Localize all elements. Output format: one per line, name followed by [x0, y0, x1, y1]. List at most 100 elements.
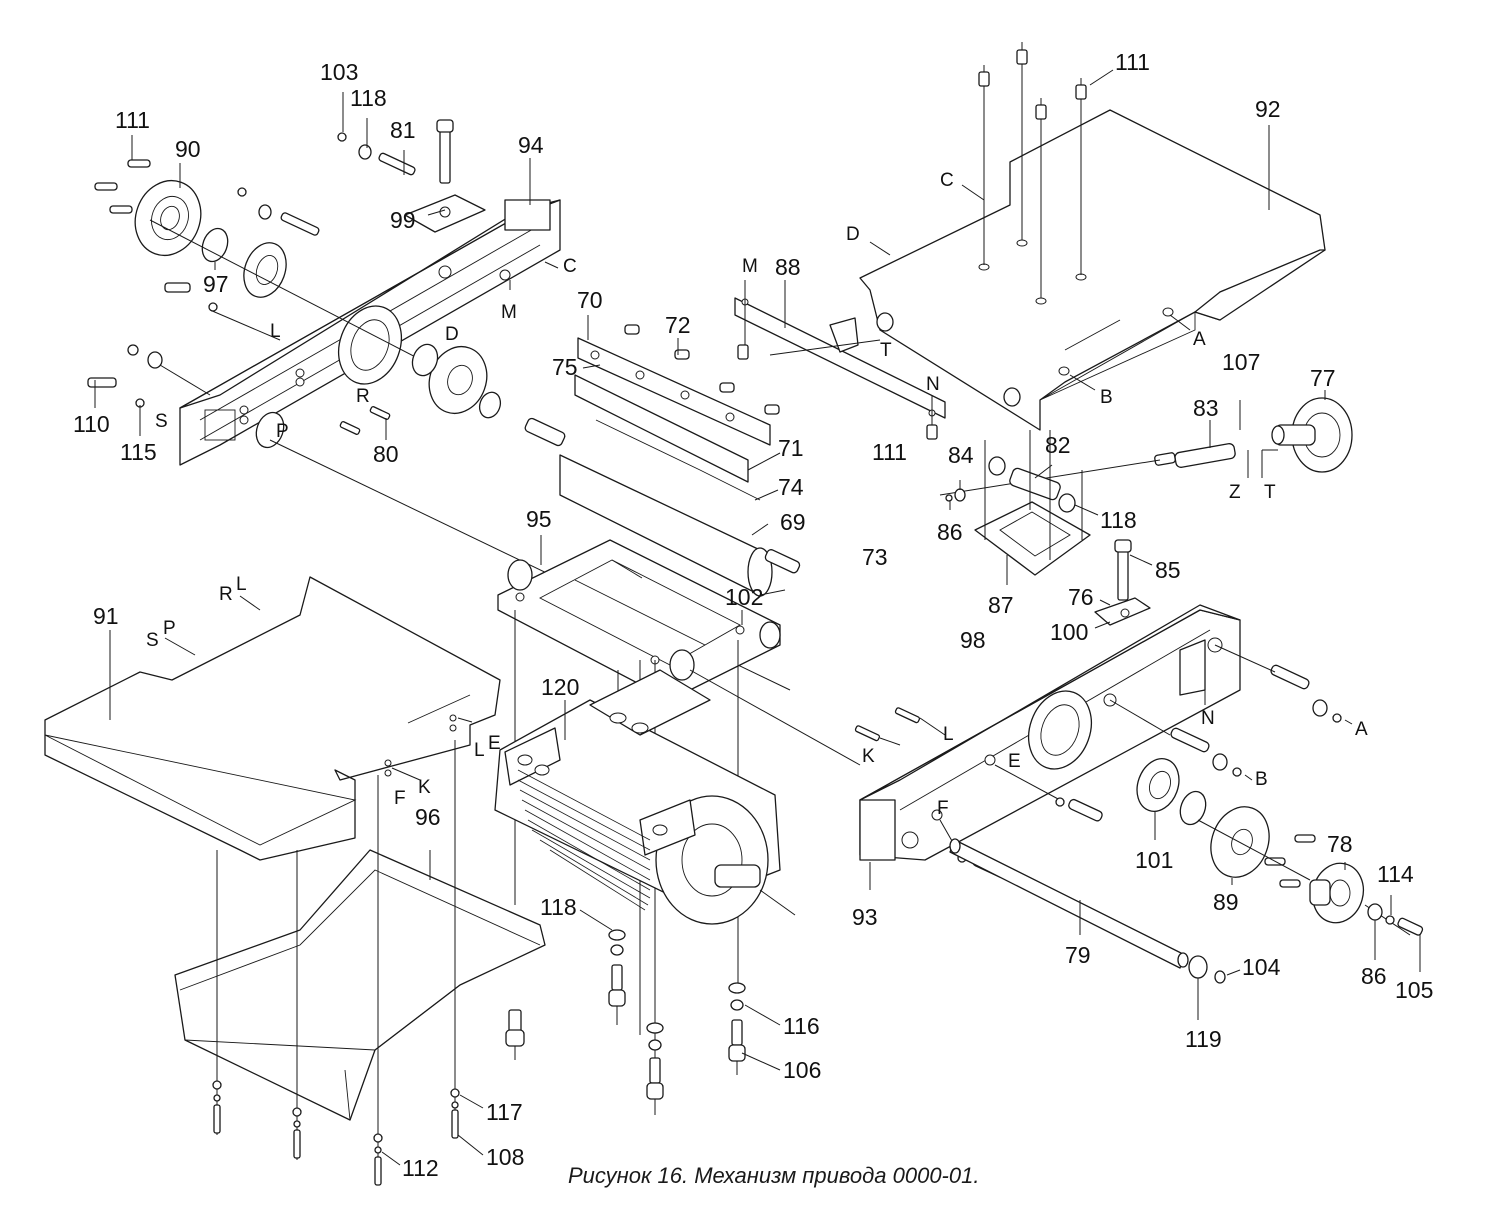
ref-letter-m: M — [501, 302, 517, 323]
ref-letter-l: L — [474, 740, 485, 761]
label-80: 80 — [373, 441, 399, 467]
label-111: 111 — [115, 107, 150, 133]
handwheel-77 — [1271, 390, 1353, 473]
screws-72 — [624, 324, 780, 415]
bearing-cover-90 — [134, 180, 202, 256]
washer-top-a — [876, 312, 894, 332]
bolt-85-plate-76 — [1094, 539, 1153, 629]
label-120: 120 — [541, 674, 579, 700]
ref-letter-k: K — [862, 746, 875, 767]
ref-letter-s: S — [155, 411, 168, 432]
chip-breaker-70 — [577, 337, 771, 446]
label-86: 86 — [937, 519, 963, 545]
label-87: 87 — [988, 592, 1014, 618]
screws-111-top — [869, 42, 1270, 391]
ref-letter-p: P — [276, 421, 289, 442]
ref-letter-l: L — [943, 724, 954, 745]
label-78: 78 — [1327, 831, 1353, 857]
label-118: 118 — [540, 894, 577, 920]
guide-rail-88 — [734, 280, 946, 440]
label-117: 117 — [486, 1099, 523, 1125]
ref-letter-k: K — [418, 777, 431, 798]
ref-letter-l: L — [270, 321, 281, 342]
label-82: 82 — [1045, 432, 1071, 458]
label-88: 88 — [775, 254, 801, 280]
leaders-cutter — [582, 315, 781, 536]
label-101: 101 — [1135, 847, 1173, 873]
washer-right — [1179, 790, 1207, 826]
leaders-z-t — [1247, 449, 1278, 478]
label-69: 69 — [780, 509, 806, 535]
nut-block-82 — [945, 456, 1099, 516]
ref-letter-b: B — [1100, 387, 1113, 408]
label-118: 118 — [350, 85, 387, 111]
ref-letter-e: E — [1008, 751, 1021, 772]
label-92: 92 — [1255, 96, 1281, 122]
label-81: 81 — [390, 117, 416, 143]
ref-letter-t: T — [1264, 482, 1276, 503]
cutter-drum-69 — [524, 417, 801, 597]
label-74: 74 — [778, 474, 804, 500]
ref-letter-c: C — [563, 256, 577, 277]
label-77: 77 — [1310, 365, 1336, 391]
label-94: 94 — [518, 132, 544, 158]
ref-letter-s: S — [146, 630, 159, 651]
label-114: 114 — [1377, 861, 1414, 887]
ref-letter-l: L — [236, 574, 247, 595]
label-104: 104 — [1242, 954, 1281, 980]
chip-chute-96 — [174, 849, 546, 1121]
ref-letter-f: F — [937, 798, 949, 819]
outfeed-table-92 — [859, 109, 1326, 431]
ref-letter-t: T — [880, 340, 892, 361]
part-number-labels: 103 118 81 111 90 94 99 97 70 72 75 88 1… — [73, 49, 1433, 1181]
label-83: 83 — [1193, 395, 1219, 421]
washer-97 — [201, 227, 229, 263]
ref-letter-r: R — [356, 386, 370, 407]
label-79: 79 — [1065, 942, 1091, 968]
label-89: 89 — [1213, 889, 1239, 915]
ref-letter-m: M — [742, 256, 758, 277]
label-76: 76 — [1068, 584, 1094, 610]
ref-letter-a: A — [1193, 329, 1206, 350]
bearing-101 — [1136, 758, 1180, 840]
screw-shaft-83 — [939, 420, 1236, 496]
ref-letter-c: C — [940, 170, 954, 191]
table-bed-95 — [497, 535, 786, 701]
label-111: 111 — [872, 439, 907, 465]
label-110: 110 — [73, 411, 110, 437]
shaft-79 — [949, 838, 1241, 1020]
label-105: 105 — [1395, 977, 1433, 1003]
vertical-assembly-lines — [984, 430, 1083, 560]
motor-120 — [494, 669, 796, 925]
ref-letter-n: N — [926, 374, 940, 395]
figure-caption: Рисунок 16. Механизм привода 0000-01. — [568, 1163, 979, 1188]
right-side-frame-93 — [859, 604, 1241, 890]
label-73: 73 — [862, 544, 888, 570]
ref-letter-p: P — [163, 618, 176, 639]
motor-fins — [517, 769, 651, 911]
ref-letter-n: N — [1201, 708, 1215, 729]
ref-letter-r: R — [219, 584, 233, 605]
ref-letter-d: D — [846, 224, 860, 245]
label-103: 103 — [320, 59, 358, 85]
label-102: 102 — [725, 584, 763, 610]
label-91: 91 — [93, 603, 119, 629]
label-86: 86 — [1361, 963, 1387, 989]
label-97: 97 — [203, 271, 229, 297]
label-71: 71 — [778, 435, 804, 461]
label-90: 90 — [175, 136, 201, 162]
bearing-cover-mid — [411, 343, 502, 419]
label-119: 119 — [1185, 1026, 1222, 1052]
label-108: 108 — [486, 1144, 524, 1170]
reference-letter-labels: C D M L R S P M T N C D A B Z T R L S P … — [146, 170, 1368, 819]
washer-top-b — [1003, 387, 1021, 407]
label-107: 107 — [1222, 349, 1260, 375]
knife-74 — [595, 419, 761, 501]
label-95: 95 — [526, 506, 552, 532]
label-93: 93 — [852, 904, 878, 930]
label-98: 98 — [960, 627, 986, 653]
label-111: 111 — [1115, 49, 1150, 75]
label-118: 118 — [1100, 507, 1137, 533]
label-84: 84 — [948, 442, 974, 468]
